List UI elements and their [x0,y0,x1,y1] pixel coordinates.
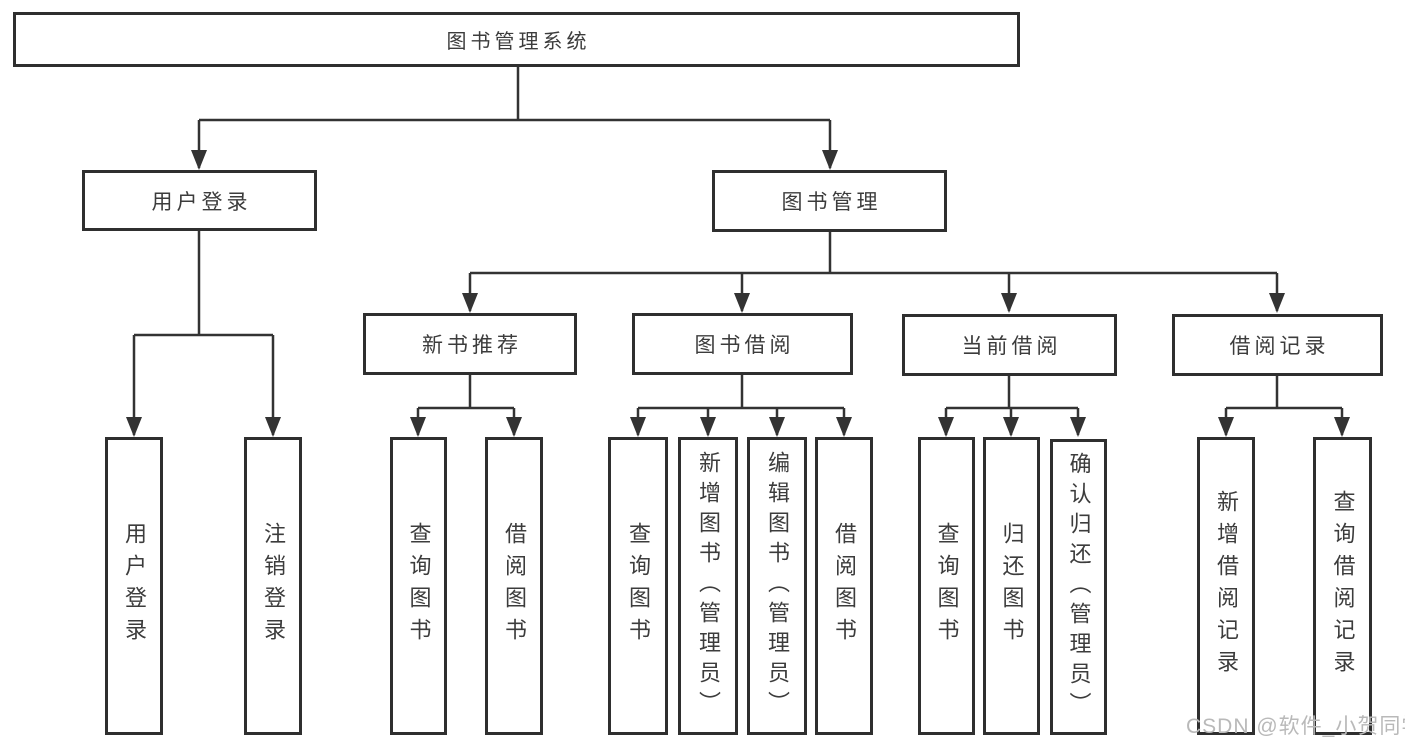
arrowhead [1070,417,1086,437]
node-leaf-logout: 注销登录 [244,437,302,735]
node-label: 查询图书 [406,522,432,650]
node-label: 新书推荐 [422,334,522,357]
node-label: 查询图书 [934,522,960,650]
arrowhead [630,417,646,437]
node-label: 用户登录 [151,190,252,214]
node-leaf-query-books-1: 查询图书 [390,437,447,735]
node-leaf-query-borrow-record: 查询借阅记录 [1313,437,1372,735]
arrowhead [1334,417,1350,437]
node-leaf-return-books: 归还图书 [983,437,1040,735]
node-label: 借阅图书 [832,522,857,650]
arrowhead [191,150,207,170]
node-leaf-query-books-3: 查询图书 [918,437,975,735]
arrowhead [769,417,785,437]
arrowhead [822,150,838,170]
node-label: 借阅记录 [1229,335,1330,358]
node-label: 归还图书 [999,522,1025,650]
node-label: 图书借阅 [694,334,795,357]
node-leaf-add-book-admin: 新增图书（管理员） [678,437,738,735]
node-label: 查询借阅记录 [1330,490,1356,682]
arrowhead [836,417,852,437]
node-book-management: 图书管理 [712,170,947,232]
arrowhead [1269,293,1285,313]
node-current-borrowing: 当前借阅 [902,314,1117,376]
node-label: 确认归还（管理员） [1066,452,1092,722]
arrowhead [1001,293,1017,313]
node-label: 新增图书（管理员） [696,451,721,721]
node-root-library-management-system: 图书管理系统 [13,12,1020,67]
node-book-borrowing: 图书借阅 [632,313,853,375]
node-label: 新增借阅记录 [1214,490,1239,682]
arrowhead [265,417,281,437]
node-leaf-confirm-return-admin: 确认归还（管理员） [1050,439,1107,735]
arrowhead [1218,417,1234,437]
arrowhead [462,293,478,313]
arrowhead [410,417,426,437]
arrowhead [700,417,716,437]
node-label: 当前借阅 [961,335,1062,358]
node-leaf-add-borrow-record: 新增借阅记录 [1197,437,1255,735]
node-label: 借阅图书 [502,522,527,650]
watermark: CSDN @软件_小贺同学 [1186,715,1405,738]
arrowhead [938,417,954,437]
node-label: 注销登录 [261,522,286,650]
node-label: 查询图书 [626,522,651,650]
node-label: 图书管理 [781,191,882,214]
node-user-login: 用户登录 [82,170,317,231]
node-label: 编辑图书（管理员） [765,451,790,721]
arrowhead [506,417,522,437]
node-borrowing-records: 借阅记录 [1172,314,1383,376]
arrowhead [126,417,142,437]
node-leaf-borrow-books-2: 借阅图书 [815,437,873,735]
node-leaf-edit-book-admin: 编辑图书（管理员） [747,437,807,735]
node-leaf-user-login: 用户登录 [105,437,163,735]
node-label: 用户登录 [122,522,147,650]
node-label: 图书管理系统 [446,31,591,53]
arrowhead [1003,417,1019,437]
node-leaf-query-books-2: 查询图书 [608,437,668,735]
node-leaf-borrow-books-1: 借阅图书 [485,437,543,735]
node-new-book-recommendation: 新书推荐 [363,313,577,375]
arrowhead [734,293,750,313]
